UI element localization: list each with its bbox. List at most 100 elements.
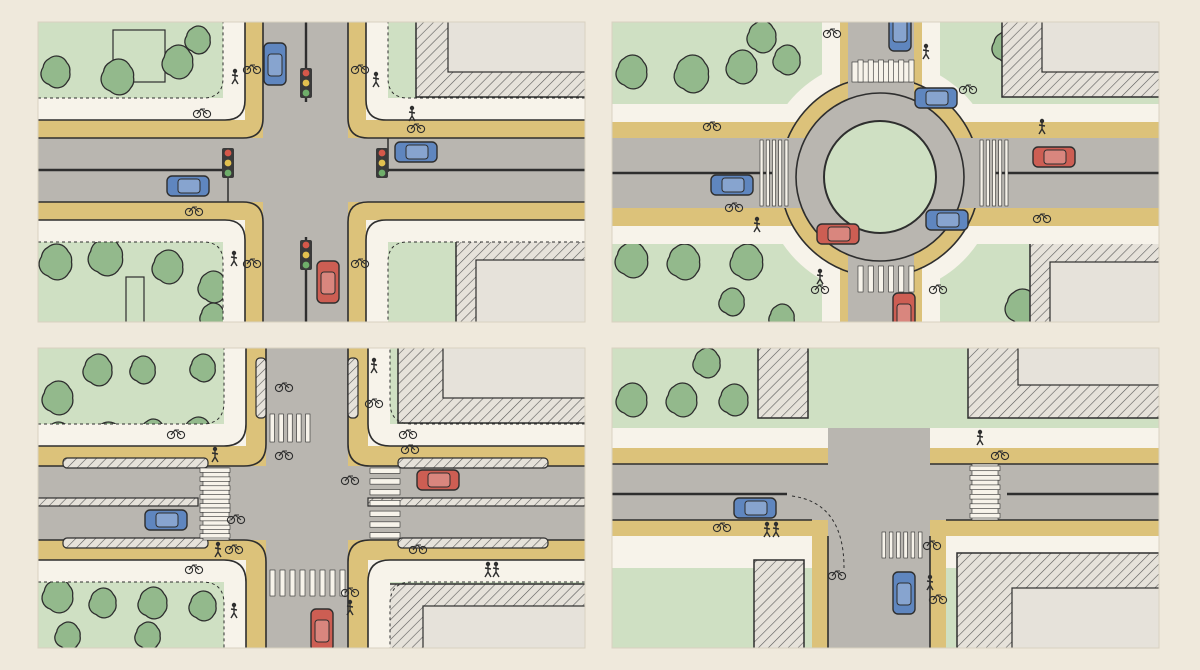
panel-frame	[37, 347, 586, 649]
bicycle-icon	[192, 108, 212, 119]
tree	[151, 249, 184, 285]
tree	[54, 621, 81, 648]
crosswalk	[979, 139, 1009, 207]
crosswalk	[857, 59, 915, 83]
tree	[615, 54, 648, 90]
tree	[768, 303, 795, 322]
bicycle-icon	[274, 382, 294, 393]
bicycle-icon	[226, 514, 246, 525]
bike-lane-edge	[367, 559, 585, 648]
bike-lane-edge	[365, 22, 585, 121]
tree	[88, 587, 117, 619]
building	[753, 559, 805, 648]
buffer-median	[397, 457, 549, 469]
crosswalk	[199, 507, 231, 539]
tree	[134, 621, 161, 648]
tree	[129, 355, 156, 385]
crosswalk	[881, 531, 923, 559]
road	[612, 464, 1159, 520]
car-blue	[914, 87, 958, 109]
crosswalk	[969, 465, 1001, 519]
tree	[82, 353, 113, 387]
curb-line	[38, 22, 264, 139]
bicycle-icon	[928, 284, 948, 295]
building-roof	[1049, 261, 1159, 322]
curb-line	[38, 539, 267, 648]
bicycle-icon	[184, 206, 204, 217]
car-red	[1032, 146, 1076, 168]
turn-guide	[791, 495, 845, 569]
bike-lane	[930, 448, 1159, 464]
bicycle-icon	[350, 64, 370, 75]
car-blue	[263, 42, 287, 86]
curb-line	[347, 539, 585, 648]
pedestrian-icon	[926, 574, 934, 591]
pedestrian-icon	[763, 521, 771, 538]
pedestrian-icon	[230, 602, 238, 619]
grass-edge	[387, 241, 585, 322]
bicycle-icon	[166, 429, 186, 440]
pedestrian-icon	[772, 521, 780, 538]
bike-lane-edge	[365, 219, 585, 322]
bicycle-icon	[724, 202, 744, 213]
bike-lane-edge	[38, 219, 246, 322]
pedestrian-icon	[408, 105, 416, 122]
car-red	[310, 608, 334, 648]
building	[757, 348, 809, 419]
car-blue	[144, 509, 188, 531]
building-roof	[1017, 348, 1159, 386]
tree	[725, 49, 758, 85]
tree	[197, 270, 228, 304]
bicycle-icon	[400, 444, 420, 455]
tree	[718, 287, 745, 317]
bike-lane	[612, 448, 828, 464]
tree	[718, 383, 749, 417]
bicycle-icon	[350, 258, 370, 269]
building-roof	[1011, 587, 1159, 648]
car-red	[416, 469, 460, 491]
bike-lane	[930, 536, 946, 648]
crosswalk	[857, 265, 915, 293]
pedestrian-icon	[753, 216, 761, 233]
curb-line	[38, 348, 267, 467]
panel-signalized-intersection	[38, 22, 585, 322]
pedestrian-icon	[484, 561, 492, 578]
panel-roundabout	[612, 22, 1159, 322]
car-blue	[710, 174, 754, 196]
tree	[746, 22, 777, 54]
central-island	[823, 120, 937, 234]
bicycle-icon	[822, 28, 842, 39]
bicycle-icon	[184, 564, 204, 575]
building-roof	[422, 605, 585, 648]
car-blue	[888, 22, 912, 52]
curb-line	[347, 348, 585, 467]
bicycle-icon	[242, 258, 262, 269]
curb-line	[38, 201, 264, 322]
car-blue	[733, 497, 777, 519]
tree	[161, 44, 194, 80]
pedestrian-icon	[492, 561, 500, 578]
pedestrian-icon	[976, 429, 984, 446]
tree	[100, 58, 135, 96]
pedestrian-icon	[372, 71, 380, 88]
tree	[188, 590, 217, 622]
pedestrian-icon	[230, 250, 238, 267]
bike-lane-edge	[38, 22, 246, 121]
bicycle-icon	[340, 475, 360, 486]
pedestrian-icon	[1038, 118, 1046, 135]
bicycle-icon	[928, 594, 948, 605]
bicycle-icon	[1032, 213, 1052, 224]
buffer-median	[62, 457, 209, 469]
bicycle-icon	[810, 284, 830, 295]
bicycle-icon	[922, 540, 942, 551]
tree	[189, 353, 216, 383]
buffer-median	[255, 357, 267, 419]
curb-line	[347, 22, 585, 139]
tree	[614, 241, 649, 279]
pedestrian-icon	[211, 446, 219, 463]
building-roof	[1041, 22, 1159, 73]
panel-frame	[37, 21, 586, 323]
grass-edge	[38, 581, 225, 648]
bike-lane	[812, 536, 828, 648]
